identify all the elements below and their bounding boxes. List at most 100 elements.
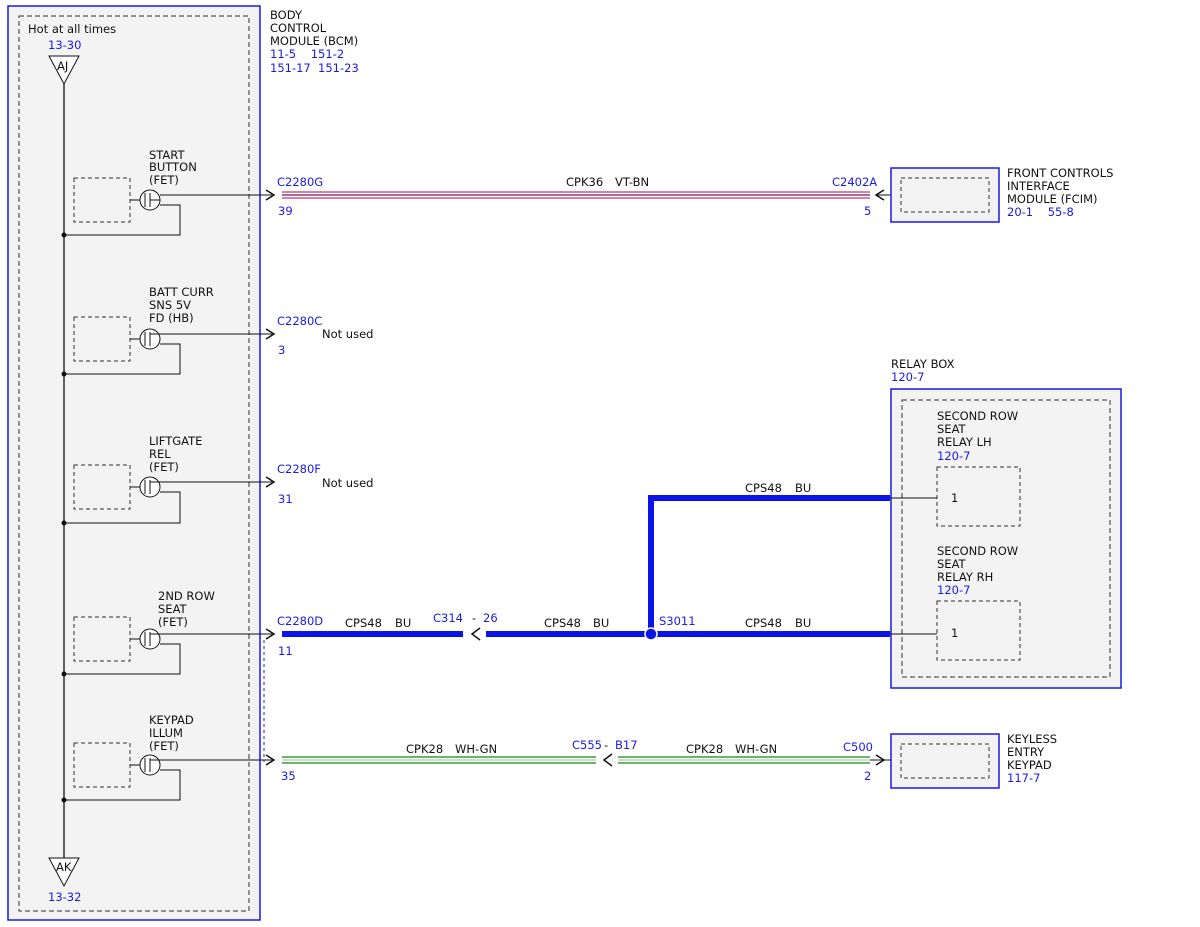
wire-cps48-top[interactable] — [648, 495, 890, 634]
keypad-title-line1: KEYLESS — [1007, 732, 1057, 746]
keypad-inner-dashed-box — [900, 743, 990, 779]
connector-label[interactable]: C2280G — [277, 175, 323, 189]
fet-source-return — [64, 643, 181, 675]
connector-arrow-icon — [265, 189, 276, 201]
wire-circuit-label: CPK36 — [566, 175, 603, 189]
fcim-title-line2: INTERFACE — [1007, 179, 1070, 193]
pin-label: 3 — [278, 343, 285, 357]
keypad-ref[interactable]: 117-7 — [1007, 771, 1040, 785]
wire-color-label: BU — [795, 481, 811, 495]
fet-source-return — [64, 491, 181, 524]
fcim-inner-dashed-box — [900, 177, 990, 213]
wire-circuit-label: CPS48 — [745, 616, 782, 630]
bus-junction-dot — [61, 797, 67, 803]
relay-lh-dashed-box — [936, 466, 1021, 527]
relay-box-title: RELAY BOX — [891, 357, 955, 371]
bcm-module-box[interactable] — [7, 5, 261, 921]
relay-rh-label: RELAY RH — [937, 570, 993, 584]
bus-junction-dot — [61, 371, 67, 377]
output-label: START — [149, 148, 185, 162]
inline-connector-arrow-icon — [470, 627, 481, 641]
connector-arrow-icon — [265, 754, 276, 766]
pin-label: 35 — [281, 769, 296, 783]
inline-connector-label[interactable]: C555 — [572, 738, 602, 752]
relay-rh-ref[interactable]: 120-7 — [937, 583, 970, 597]
relay-lh-label: SEAT — [937, 422, 967, 436]
connector-arrow-icon — [265, 476, 276, 488]
fcim-ref[interactable]: 20-1 55-8 — [1007, 205, 1074, 219]
fcim-module-box[interactable] — [890, 167, 1000, 223]
connector-label[interactable]: C2280F — [277, 462, 321, 476]
fet-source-return — [64, 204, 181, 236]
output-label: KEYPAD — [149, 713, 194, 727]
bus-junction-dot — [61, 520, 67, 526]
output-label: SEAT — [158, 602, 188, 616]
relay-box-ref[interactable]: 120-7 — [891, 370, 924, 384]
splice-label[interactable]: S3011 — [659, 614, 696, 628]
inline-dash: - — [472, 611, 476, 625]
inline-connector-arrow-icon — [602, 753, 613, 767]
output-start-button: START BUTTON (FET) C2280G 39 — [61, 148, 323, 238]
relay-box[interactable] — [890, 388, 1122, 689]
bcm-title-line1: BODY — [270, 8, 303, 22]
wire-color-label: VT-BN — [615, 175, 649, 189]
fcim-title-line1: FRONT CONTROLS — [1007, 166, 1113, 180]
connector-label[interactable]: C500 — [843, 740, 873, 754]
not-used-label: Not used — [322, 476, 373, 490]
relay-lh-label: SECOND ROW — [937, 409, 1018, 423]
wire-cpk36[interactable] — [282, 191, 870, 199]
flag-ak-label: AK — [56, 860, 72, 874]
relay-lh-ref[interactable]: 120-7 — [937, 449, 970, 463]
bcm-title-line2: CONTROL — [270, 21, 327, 35]
connector-arrow-icon — [265, 328, 276, 340]
connector-label[interactable]: C2280D — [277, 614, 323, 628]
wire-color-label: BU — [795, 616, 811, 630]
output-label: (FET) — [149, 739, 179, 753]
flag-ak-icon — [48, 857, 80, 888]
relay-rh-pin: 1 — [951, 626, 958, 640]
output-label: FD (HB) — [149, 311, 194, 325]
bcm-inner-dashed-box — [18, 15, 250, 912]
relay-lh-label: RELAY LH — [937, 435, 992, 449]
bcm-title-line3: MODULE (BCM) — [270, 34, 358, 48]
splice-dot-icon[interactable] — [644, 627, 658, 641]
wire-circuit-label: CPK28 — [686, 742, 723, 756]
connector-label[interactable]: C2402A — [832, 175, 877, 189]
relay-lh-pin: 1 — [951, 491, 958, 505]
output-label: (FET) — [149, 460, 179, 474]
output-2nd-row-seat: 2ND ROW SEAT (FET) C2280D 11 — [61, 589, 323, 677]
wire-color-label: WH-GN — [455, 742, 497, 756]
not-used-label: Not used — [322, 327, 373, 341]
wire-cpk28-right[interactable] — [618, 756, 870, 764]
flag-aj-icon — [48, 55, 80, 86]
wire-circuit-label: CPS48 — [345, 616, 382, 630]
bottom-ref[interactable]: 13-32 — [48, 890, 81, 904]
wire-color-label: WH-GN — [735, 742, 777, 756]
hot-ref[interactable]: 13-30 — [48, 38, 81, 52]
pin-label: 39 — [278, 204, 293, 218]
keypad-module-box[interactable] — [890, 733, 1000, 789]
output-label: LIFTGATE — [149, 434, 202, 448]
pin-label: 2 — [864, 769, 871, 783]
fcim-title-line3: MODULE (FCIM) — [1007, 192, 1098, 206]
pin-label: 11 — [278, 644, 293, 658]
wire-color-label: BU — [593, 616, 609, 630]
output-label: BATT CURR — [149, 285, 214, 299]
inline-connector-label[interactable]: C314 — [433, 611, 463, 625]
inline-dash: - — [604, 738, 608, 752]
bus-junction-dot — [61, 671, 67, 677]
flag-aj-label: AJ — [57, 59, 68, 73]
keypad-title-line2: ENTRY — [1007, 745, 1045, 759]
bcm-ref-line2[interactable]: 151-17 151-23 — [270, 61, 359, 75]
wire-cpk28-left[interactable] — [282, 756, 596, 764]
wire-circuit-label: CPK28 — [406, 742, 443, 756]
output-label: ILLUM — [149, 726, 183, 740]
pin-label: 5 — [864, 204, 871, 218]
output-label: (FET) — [158, 615, 188, 629]
output-keypad-illum: KEYPAD ILLUM (FET) 35 — [61, 713, 296, 803]
relay-rh-label: SECOND ROW — [937, 544, 1018, 558]
bcm-ref-line1[interactable]: 11-5 151-2 — [270, 47, 344, 61]
connector-label[interactable]: C2280C — [277, 314, 322, 328]
wire-color-label: BU — [395, 616, 411, 630]
